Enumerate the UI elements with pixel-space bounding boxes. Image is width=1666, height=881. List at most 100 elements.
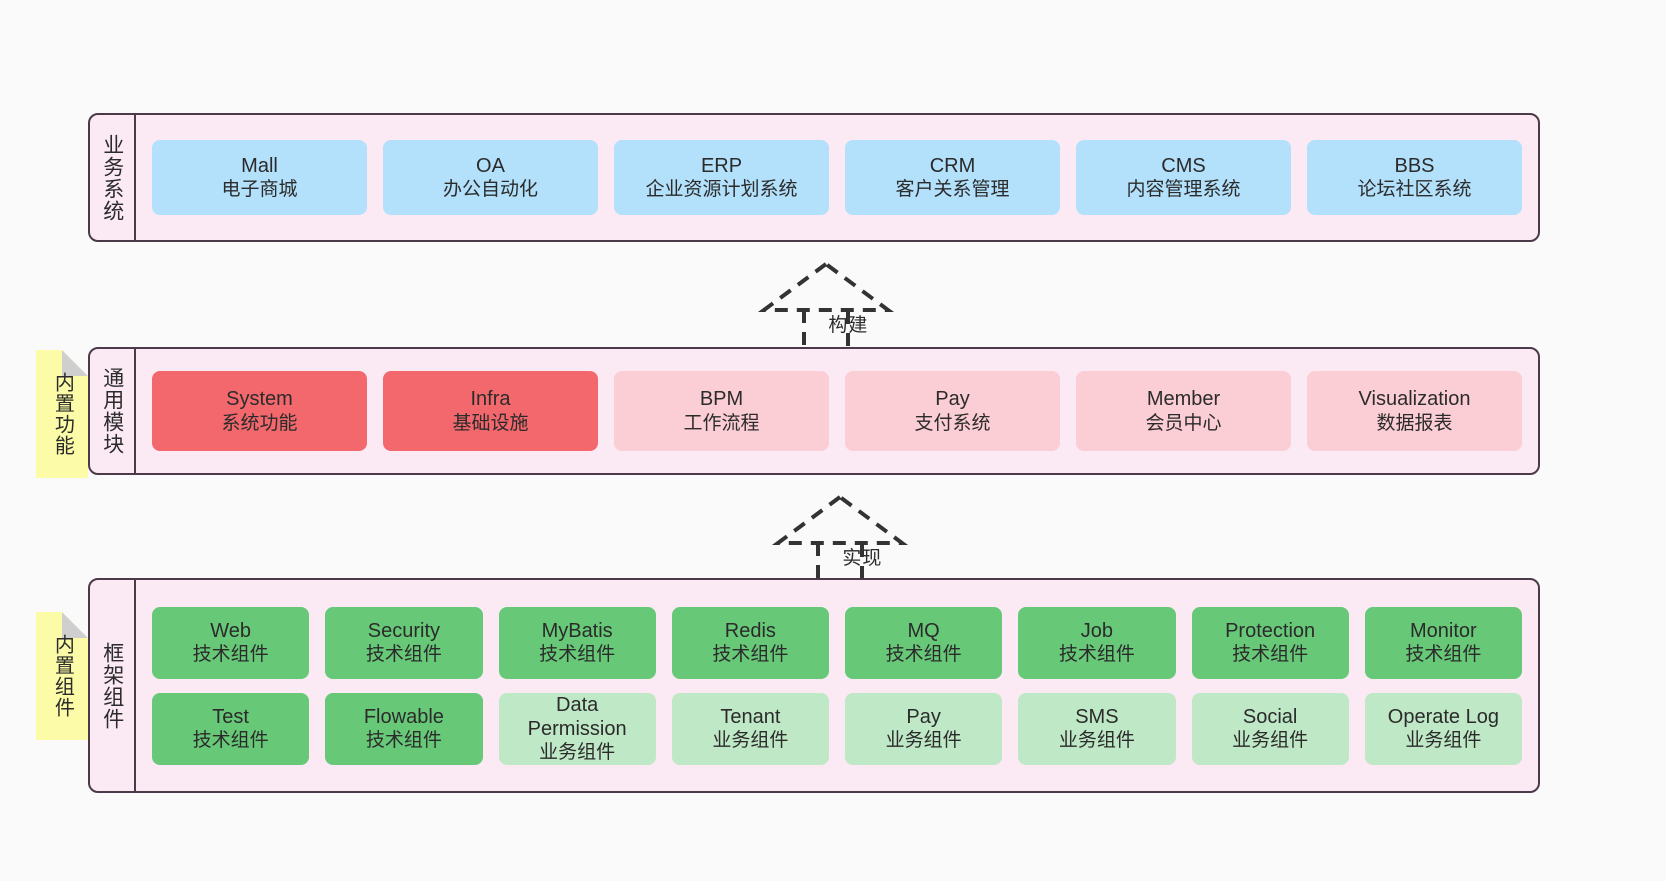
layer-business-label: 业务系统 bbox=[90, 115, 136, 240]
card-bpm[interactable]: BPM 工作流程 bbox=[614, 371, 829, 451]
card-oa-title: OA bbox=[476, 154, 505, 177]
card-monitor-title: Monitor bbox=[1410, 619, 1477, 642]
card-bpm-title: BPM bbox=[699, 388, 744, 411]
card-test-title: Test bbox=[212, 705, 249, 728]
connector-build-label: 构建 bbox=[828, 315, 869, 336]
card-mall-subtitle: 电子商城 bbox=[221, 179, 298, 201]
card-system-title: System bbox=[226, 388, 293, 411]
card-security-title: Security bbox=[367, 619, 440, 642]
card-operate-log[interactable]: Operate Log 业务组件 bbox=[1364, 692, 1522, 765]
card-test[interactable]: Test 技术组件 bbox=[152, 692, 310, 765]
card-bbs-subtitle: 论坛社区系统 bbox=[1357, 179, 1472, 201]
card-job[interactable]: Job 技术组件 bbox=[1018, 606, 1176, 679]
card-cms[interactable]: CMS 内容管理系统 bbox=[1076, 140, 1291, 215]
note-builtin-functions: 内置功能 bbox=[36, 350, 88, 478]
layer-framework-label: 框架组件 bbox=[90, 580, 136, 791]
card-bpm-subtitle: 工作流程 bbox=[683, 412, 760, 434]
card-mq[interactable]: MQ 技术组件 bbox=[845, 606, 1003, 679]
card-protection-title: Protection bbox=[1225, 619, 1316, 642]
card-pay-component[interactable]: Pay 业务组件 bbox=[845, 692, 1003, 765]
card-erp-subtitle: 企业资源计划系统 bbox=[645, 179, 798, 201]
card-system[interactable]: System 系统功能 bbox=[152, 371, 367, 451]
connector-implement: 实现 bbox=[760, 491, 920, 586]
card-mq-title: MQ bbox=[907, 619, 940, 642]
framework-card-row-1: Web 技术组件 Security 技术组件 MyBatis 技术组件 Redi… bbox=[152, 606, 1522, 679]
layer-common-label: 通用模块 bbox=[90, 349, 136, 473]
card-sms[interactable]: SMS 业务组件 bbox=[1018, 692, 1176, 765]
note-builtin-functions-label: 内置功能 bbox=[51, 372, 74, 456]
card-mall-title: Mall bbox=[241, 154, 278, 177]
card-cms-subtitle: 内容管理系统 bbox=[1126, 179, 1241, 201]
card-pay-module-title: Pay bbox=[935, 388, 970, 411]
card-operate-log-subtitle: 业务组件 bbox=[1405, 730, 1482, 752]
card-member-subtitle: 会员中心 bbox=[1145, 412, 1222, 434]
card-crm[interactable]: CRM 客户关系管理 bbox=[845, 140, 1060, 215]
card-flowable-title: Flowable bbox=[363, 705, 444, 728]
layer-common-body: System 系统功能 Infra 基础设施 BPM 工作流程 Pay 支付系统… bbox=[136, 349, 1538, 473]
card-tenant-title: Tenant bbox=[720, 705, 781, 728]
card-job-subtitle: 技术组件 bbox=[1058, 644, 1135, 666]
card-social-title: Social bbox=[1242, 705, 1298, 728]
card-social[interactable]: Social 业务组件 bbox=[1191, 692, 1349, 765]
layer-business-body: Mall 电子商城 OA 办公自动化 ERP 企业资源计划系统 CRM 客户关系… bbox=[136, 115, 1538, 240]
card-mall[interactable]: Mall 电子商城 bbox=[152, 140, 367, 215]
card-monitor[interactable]: Monitor 技术组件 bbox=[1364, 606, 1522, 679]
connector-implement-label: 实现 bbox=[842, 548, 883, 569]
card-bbs-title: BBS bbox=[1394, 154, 1435, 177]
card-mybatis[interactable]: MyBatis 技术组件 bbox=[498, 606, 656, 679]
card-web-subtitle: 技术组件 bbox=[192, 644, 269, 666]
card-flowable-subtitle: 技术组件 bbox=[365, 730, 442, 752]
card-job-title: Job bbox=[1080, 619, 1113, 642]
card-sms-title: SMS bbox=[1075, 705, 1119, 728]
card-web-title: Web bbox=[210, 619, 251, 642]
layer-framework-body: Web 技术组件 Security 技术组件 MyBatis 技术组件 Redi… bbox=[136, 580, 1538, 791]
card-infra[interactable]: Infra 基础设施 bbox=[383, 371, 598, 451]
card-web[interactable]: Web 技术组件 bbox=[152, 606, 310, 679]
note-builtin-components: 内置组件 bbox=[36, 612, 88, 740]
card-erp[interactable]: ERP 企业资源计划系统 bbox=[614, 140, 829, 215]
card-oa-subtitle: 办公自动化 bbox=[442, 179, 538, 201]
card-protection-subtitle: 技术组件 bbox=[1232, 644, 1309, 666]
card-social-subtitle: 业务组件 bbox=[1232, 730, 1309, 752]
card-crm-title: CRM bbox=[929, 154, 976, 177]
card-visualization-title: Visualization bbox=[1358, 388, 1471, 411]
layer-framework-components: 框架组件 Web 技术组件 Security 技术组件 MyBatis 技术组件… bbox=[88, 578, 1540, 793]
card-protection[interactable]: Protection 技术组件 bbox=[1191, 606, 1349, 679]
card-operate-log-title: Operate Log bbox=[1387, 705, 1499, 728]
card-pay-component-subtitle: 业务组件 bbox=[885, 730, 962, 752]
card-member[interactable]: Member 会员中心 bbox=[1076, 371, 1291, 451]
card-infra-subtitle: 基础设施 bbox=[452, 412, 529, 434]
card-security[interactable]: Security 技术组件 bbox=[325, 606, 483, 679]
card-mq-subtitle: 技术组件 bbox=[885, 644, 962, 666]
card-pay-module[interactable]: Pay 支付系统 bbox=[845, 371, 1060, 451]
card-visualization[interactable]: Visualization 数据报表 bbox=[1307, 371, 1522, 451]
card-cms-title: CMS bbox=[1161, 154, 1206, 177]
card-mybatis-subtitle: 技术组件 bbox=[539, 644, 616, 666]
business-card-row: Mall 电子商城 OA 办公自动化 ERP 企业资源计划系统 CRM 客户关系… bbox=[152, 140, 1522, 215]
card-sms-subtitle: 业务组件 bbox=[1058, 730, 1135, 752]
common-card-row: System 系统功能 Infra 基础设施 BPM 工作流程 Pay 支付系统… bbox=[152, 371, 1522, 451]
note-builtin-components-label: 内置组件 bbox=[51, 634, 74, 718]
connector-build: 构建 bbox=[746, 258, 906, 353]
card-crm-subtitle: 客户关系管理 bbox=[895, 179, 1010, 201]
layer-business-systems: 业务系统 Mall 电子商城 OA 办公自动化 ERP 企业资源计划系统 CRM bbox=[88, 113, 1540, 242]
card-flowable[interactable]: Flowable 技术组件 bbox=[325, 692, 483, 765]
card-redis[interactable]: Redis 技术组件 bbox=[671, 606, 829, 679]
card-member-title: Member bbox=[1146, 388, 1221, 411]
card-visualization-subtitle: 数据报表 bbox=[1376, 412, 1453, 434]
card-redis-subtitle: 技术组件 bbox=[712, 644, 789, 666]
card-mybatis-title: MyBatis bbox=[541, 619, 613, 642]
card-erp-title: ERP bbox=[700, 154, 743, 177]
framework-card-row-2: Test 技术组件 Flowable 技术组件 Data Permission … bbox=[152, 692, 1522, 765]
card-data-permission-title: Data Permission bbox=[527, 693, 627, 740]
card-pay-module-subtitle: 支付系统 bbox=[914, 412, 991, 434]
card-security-subtitle: 技术组件 bbox=[365, 644, 442, 666]
card-data-permission[interactable]: Data Permission 业务组件 bbox=[498, 692, 656, 765]
card-oa[interactable]: OA 办公自动化 bbox=[383, 140, 598, 215]
card-bbs[interactable]: BBS 论坛社区系统 bbox=[1307, 140, 1522, 215]
card-system-subtitle: 系统功能 bbox=[221, 412, 298, 434]
card-tenant[interactable]: Tenant 业务组件 bbox=[671, 692, 829, 765]
card-monitor-subtitle: 技术组件 bbox=[1405, 644, 1482, 666]
card-redis-title: Redis bbox=[724, 619, 776, 642]
